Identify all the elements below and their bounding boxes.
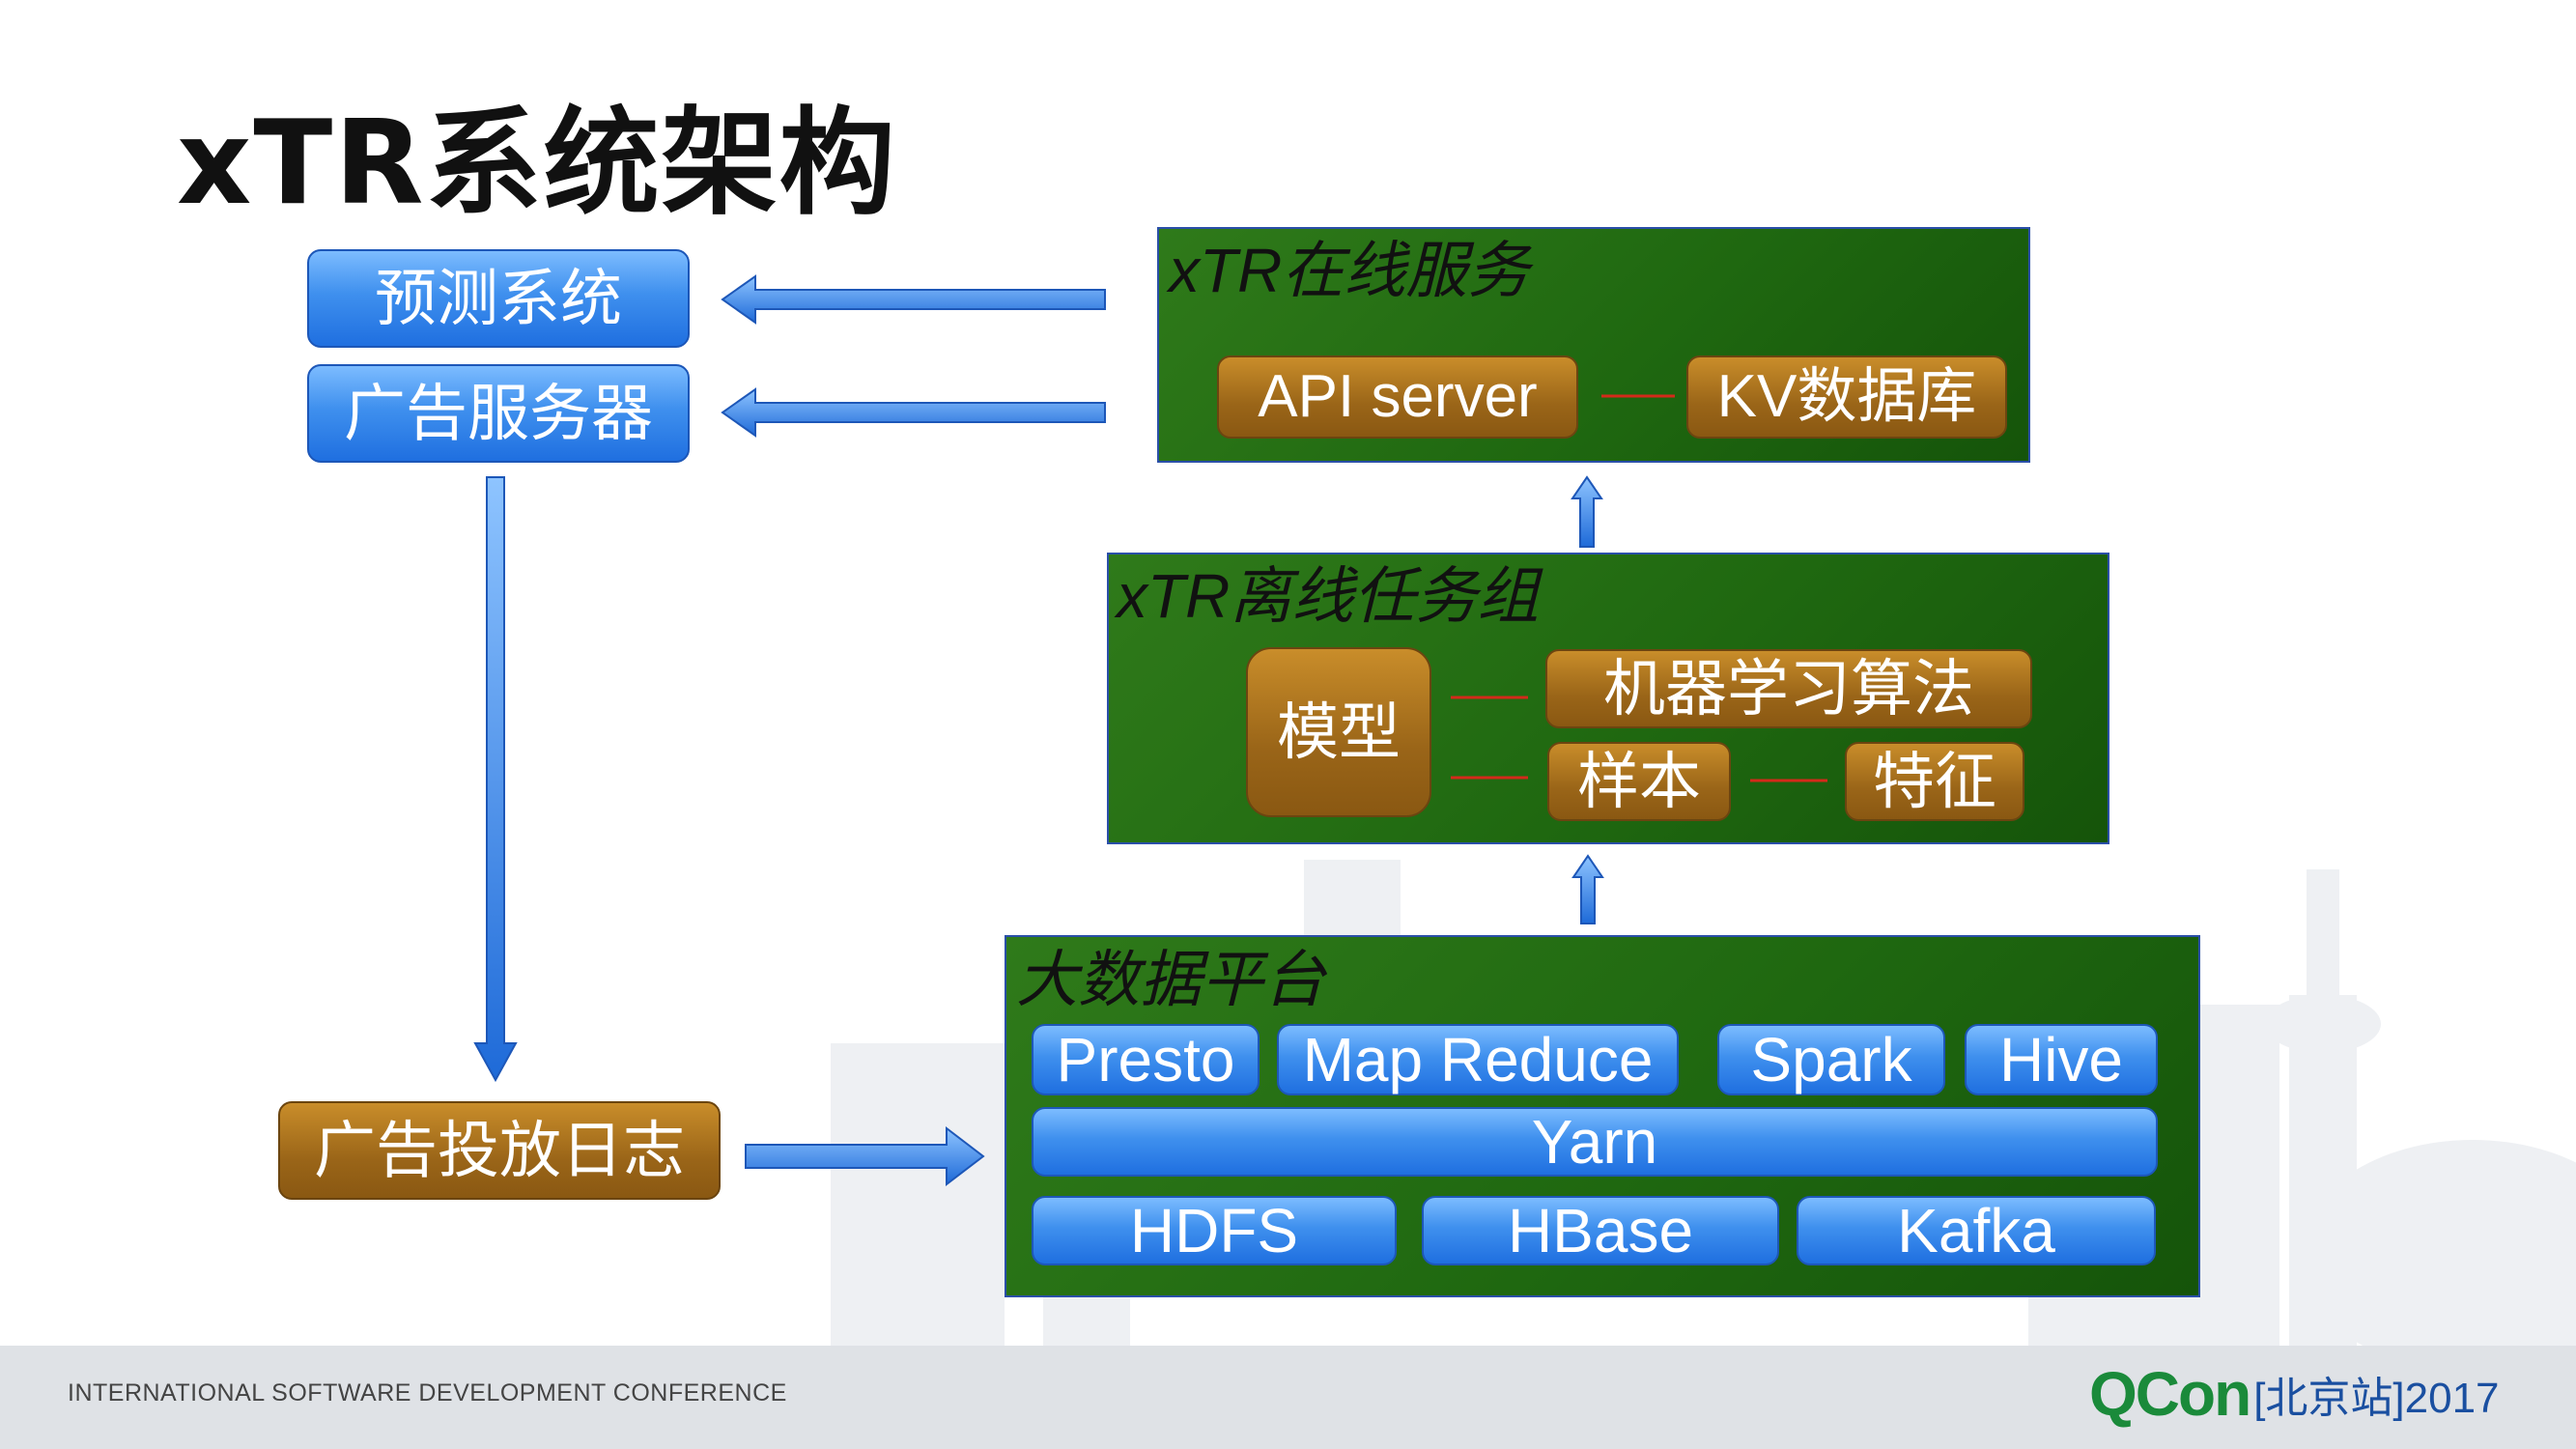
presto-box: Presto [1032, 1024, 1260, 1095]
offline-task-title: xTR离线任务组 [1117, 561, 1540, 631]
arrow-to-bigdata-icon [745, 1125, 985, 1187]
yarn-label: Yarn [1531, 1107, 1658, 1177]
arrow-bigdata-to-offline-icon [1571, 854, 1604, 924]
conference-name: INTERNATIONAL SOFTWARE DEVELOPMENT CONFE… [68, 1379, 787, 1406]
online-service-title: xTR在线服务 [1169, 236, 1530, 305]
predict-system-box: 预测系统 [307, 249, 690, 348]
feature-box: 特征 [1845, 742, 2024, 821]
bigdata-platform-title: 大数据平台 [1016, 945, 1325, 1014]
qcon-logo-text: QCon [2089, 1359, 2251, 1429]
page-title: xTR系统架构 [177, 97, 897, 231]
footer-bar [0, 1346, 2576, 1449]
api-server-box: API server [1217, 355, 1578, 439]
mapreduce-box: Map Reduce [1277, 1024, 1679, 1095]
yarn-box: Yarn [1032, 1107, 2158, 1177]
api-server-label: API server [1258, 363, 1538, 430]
predict-system-label: 预测系统 [375, 264, 622, 333]
spark-box: Spark [1717, 1024, 1945, 1095]
qcon-logo: QCon [北京站]2017 [2089, 1359, 2500, 1429]
arrow-offline-to-online-icon [1571, 475, 1603, 548]
qcon-logo-subtitle: [北京站]2017 [2253, 1375, 2500, 1422]
presto-label: Presto [1056, 1025, 1235, 1094]
kafka-box: Kafka [1797, 1196, 2156, 1265]
ml-algorithm-box: 机器学习算法 [1545, 649, 2032, 728]
feature-label: 特征 [1873, 747, 1996, 816]
ad-server-box: 广告服务器 [307, 364, 690, 463]
kafka-label: Kafka [1897, 1196, 2055, 1265]
hive-label: Hive [1998, 1025, 2124, 1094]
spark-label: Spark [1750, 1025, 1912, 1094]
hdfs-label: HDFS [1129, 1196, 1299, 1265]
arrow-to-ad-server-icon [721, 387, 1106, 438]
ad-log-box: 广告投放日志 [278, 1101, 721, 1200]
sample-box: 样本 [1547, 742, 1731, 821]
hbase-label: HBase [1507, 1196, 1694, 1265]
model-label: 模型 [1277, 697, 1401, 767]
kv-database-label: KV数据库 [1716, 363, 1977, 430]
hdfs-box: HDFS [1032, 1196, 1397, 1265]
mapreduce-label: Map Reduce [1302, 1025, 1654, 1094]
model-box: 模型 [1246, 647, 1431, 817]
sample-label: 样本 [1577, 747, 1701, 816]
ad-server-label: 广告服务器 [344, 379, 653, 448]
kv-database-box: KV数据库 [1686, 355, 2007, 439]
arrow-to-ad-log-icon [473, 476, 518, 1083]
hive-box: Hive [1965, 1024, 2158, 1095]
hbase-box: HBase [1422, 1196, 1779, 1265]
arrow-to-predict-icon [721, 274, 1106, 325]
ad-log-label: 广告投放日志 [314, 1116, 685, 1185]
ml-algorithm-label: 机器学习算法 [1603, 654, 1974, 724]
